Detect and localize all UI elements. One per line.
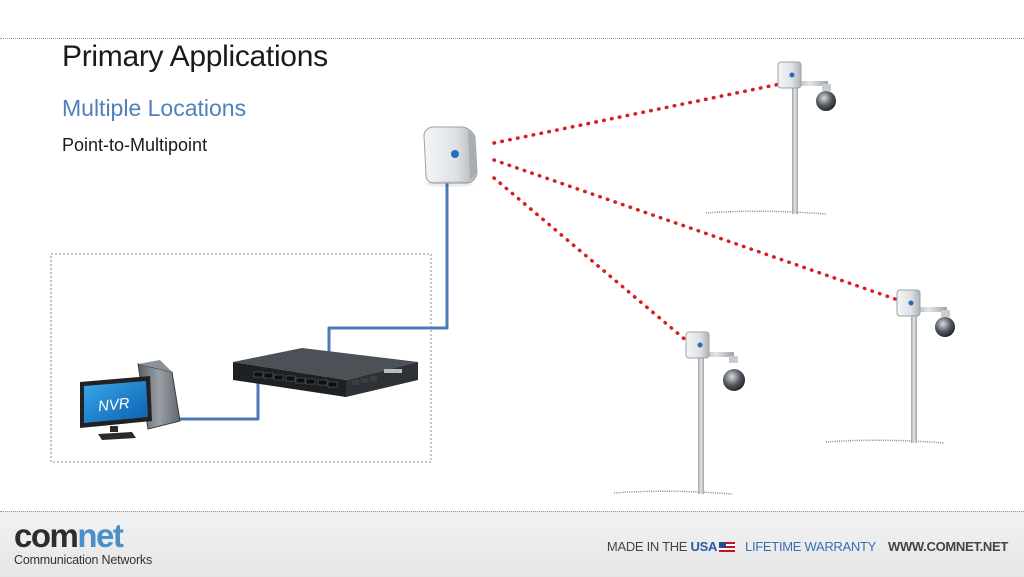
comnet-logo: comnet Communication Networks [14,519,153,568]
wireless-links [492,82,900,344]
brand-name-main: com [14,517,79,554]
footer-bar: comnet Communication Networks MADE IN TH… [0,511,1024,577]
base-station-radio-icon [423,126,478,187]
brand-name-accent: net [77,517,124,554]
made-in-usa-text: MADE IN THE USA [607,539,717,554]
us-flag-icon [719,541,736,552]
footer-badges: MADE IN THE USA LIFETIME WARRANTY WWW.CO… [607,539,1008,554]
network-switch-icon [233,348,418,397]
website-link[interactable]: WWW.COMNET.NET [887,539,1008,554]
cable-switch-to-radio [327,182,449,380]
indoor-equipment-box [50,253,432,463]
wireless-link-bottom-camera [492,176,690,344]
lifetime-warranty-text: LIFETIME WARRANTY [745,539,876,554]
wireless-link-right-camera [492,158,900,302]
top-divider [0,38,1024,39]
wireless-radio-icon [896,289,921,317]
ip-camera-icon [816,84,836,111]
slide-subtitle: Multiple Locations [62,95,247,121]
usa-label: USA [690,539,718,554]
camera-pole-top [705,61,836,215]
slide-title: Primary Applications [62,40,328,73]
nvr-label: NVR [97,395,130,415]
slide-subsubtitle: Point-to-Multipoint [62,135,208,155]
ip-camera-icon [723,356,745,391]
wireless-link-top-camera [492,82,782,145]
switch-ports [253,371,338,388]
camera-pole-bottom [613,331,745,495]
ip-camera-icon [935,310,955,337]
made-in-label: MADE IN THE [606,539,691,554]
brand-tagline: Communication Networks [14,553,153,567]
camera-pole-right [825,289,955,444]
cable-nvr-to-switch [180,380,260,421]
wireless-radio-icon [685,331,710,359]
nvr-computer-icon: NVR [80,360,181,440]
wireless-radio-icon [777,61,802,89]
brand-name: comnet [14,519,152,553]
